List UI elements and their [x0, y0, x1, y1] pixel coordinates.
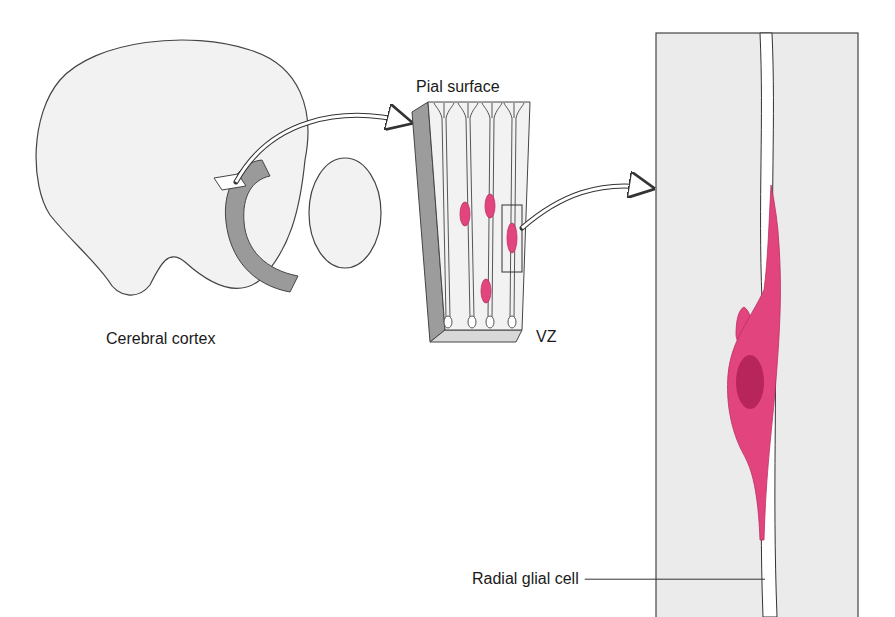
- zoom-arrow: [236, 115, 408, 182]
- zoom-arrow: [522, 186, 650, 228]
- zoom-box: [502, 205, 522, 272]
- region-label: Pial surface: [416, 78, 500, 96]
- migrating-neurons: [460, 194, 517, 303]
- brainstem-outline: [309, 158, 381, 268]
- cell-label: Radial glial cell: [472, 570, 579, 588]
- zone-label: VZ: [536, 328, 556, 346]
- structure-label: Cerebral cortex: [106, 330, 215, 348]
- block-bottom: [430, 330, 522, 342]
- radial-glia: [434, 103, 524, 328]
- zoom-arrow-inner: [236, 115, 408, 182]
- enlarged-panel: [656, 33, 858, 617]
- brain-outline: [36, 40, 308, 295]
- zoom-arrow-inner: [522, 186, 650, 228]
- block-front: [428, 102, 530, 330]
- leader-line: [585, 579, 765, 580]
- nucleus: [736, 355, 764, 409]
- migrating-neuron: [728, 185, 781, 540]
